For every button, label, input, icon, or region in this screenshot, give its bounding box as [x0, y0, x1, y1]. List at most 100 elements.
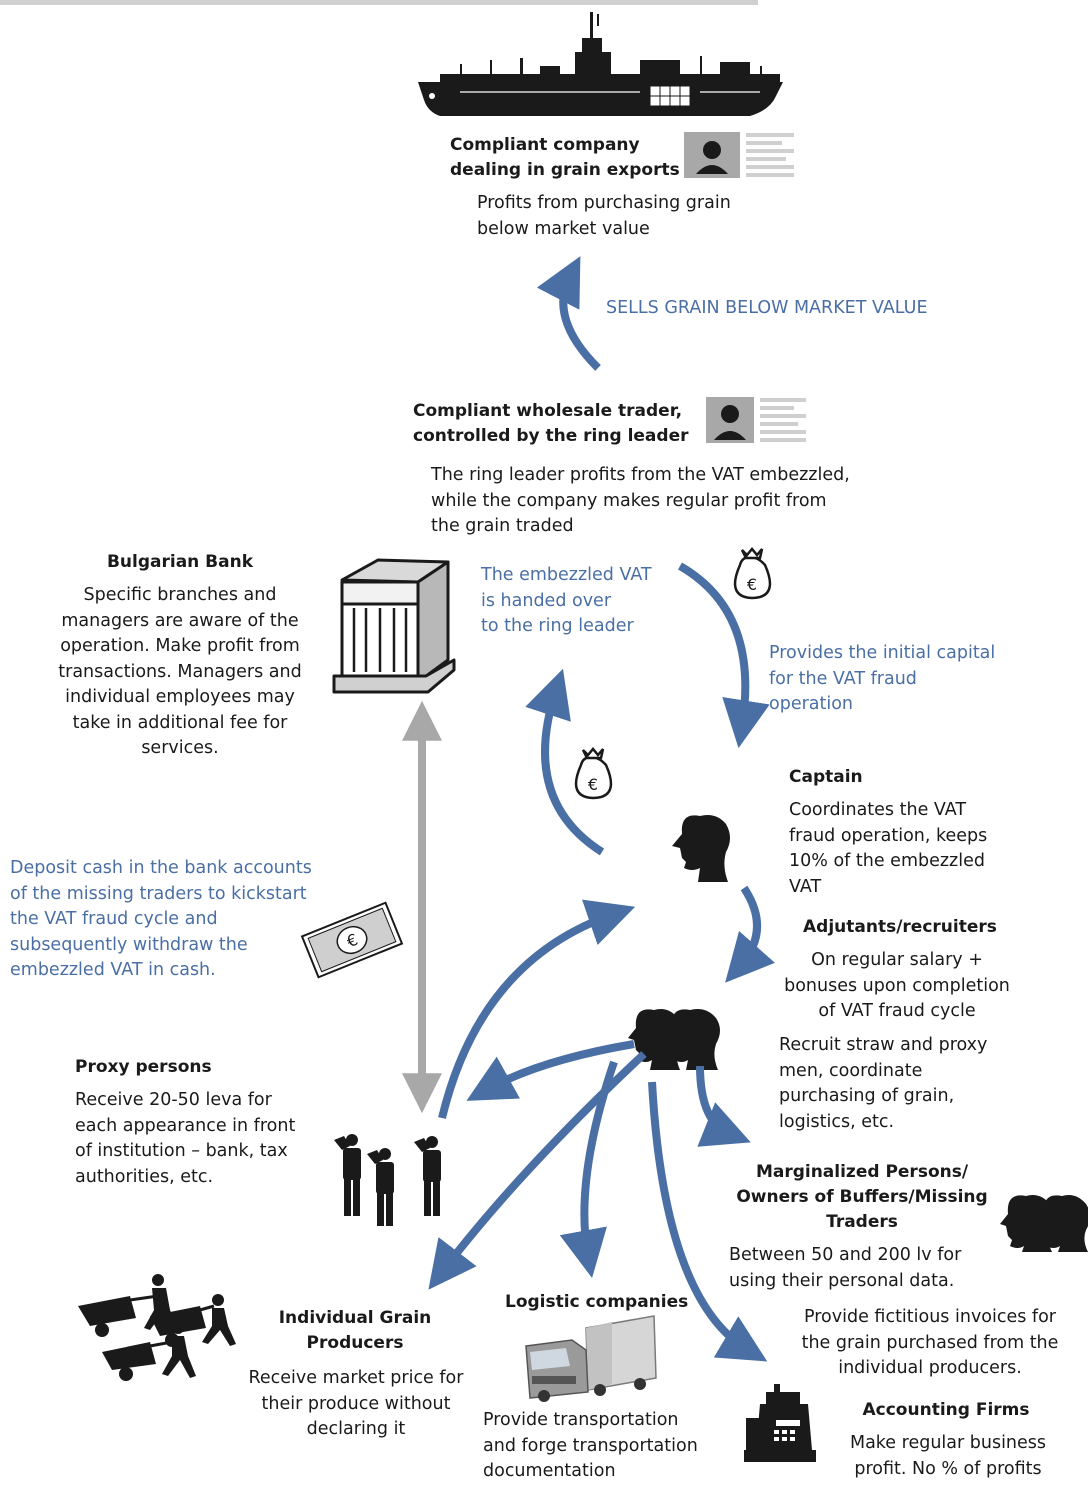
flow-deposit-line: Deposit cash in the bank accounts — [10, 858, 312, 878]
accounting-body-line: Make regular business — [849, 1433, 1047, 1453]
money-bag-icon: € — [574, 747, 613, 800]
logistics-description: Provide transportation and forge transpo… — [483, 1408, 698, 1485]
captain-body-line: fraud operation, keeps — [789, 825, 988, 846]
producers-title-line: Individual Grain — [278, 1308, 432, 1328]
proxy-body-line: authorities, etc. — [75, 1166, 214, 1187]
marginalized-pay-description: Between 50 and 200 lv for using their pe… — [729, 1243, 961, 1294]
svg-text:€: € — [747, 575, 757, 594]
wholesale-body-line: while the company makes regular profit f… — [431, 490, 827, 511]
adjutants-body-line: bonuses upon completion — [784, 975, 1010, 996]
bank-body-line: managers are aware of the — [61, 610, 299, 631]
proxy-body-line: each appearance in front — [75, 1115, 296, 1136]
adjutants-body-line: On regular salary + — [811, 950, 983, 970]
accounting-body-line: profit. No % of profits — [854, 1458, 1042, 1479]
bank-title: Bulgarian Bank — [106, 552, 254, 572]
cash-register-icon — [744, 1384, 816, 1462]
logistics-body-line: Provide transportation — [483, 1410, 679, 1430]
top-rule — [0, 0, 758, 5]
truck-icon — [525, 1315, 657, 1402]
marginalized-title-line: Owners of Buffers/Missing — [736, 1187, 988, 1207]
accounting-description: Make regular business profit. No % of pr… — [830, 1431, 1066, 1482]
arrow-to-logistics — [559, 1060, 618, 1279]
producers-body-line: their produce without — [261, 1393, 451, 1414]
adjutants-pay-description: On regular salary + bonuses upon complet… — [772, 948, 1022, 1025]
captain-body-line: VAT — [789, 876, 822, 897]
bank-body-line: take in additional fee for — [72, 712, 288, 733]
adjutants-title: Adjutants/recruiters — [803, 917, 997, 937]
flow-deposit-line: the VAT fraud cycle and — [10, 909, 218, 929]
marginalized-body-line: individual producers. — [838, 1358, 1022, 1378]
head-silhouette-icon — [1000, 1195, 1088, 1252]
captain-body-line: Coordinates the VAT — [789, 800, 967, 820]
flow-vat-line: The embezzled VAT — [481, 565, 652, 585]
captain-description: Coordinates the VAT fraud operation, kee… — [789, 798, 987, 900]
export-company-description: Profits from purchasing grain below mark… — [477, 191, 731, 242]
marginalized-title: Marginalized Persons/ Owners of Buffers/… — [732, 1160, 992, 1235]
logistics-body-line: documentation — [483, 1461, 616, 1481]
logistics-body-line: and forge transportation — [483, 1435, 698, 1456]
arrow-to-accounting — [648, 1081, 768, 1362]
proxy-persons-description: Receive 20-50 leva for each appearance i… — [75, 1088, 295, 1190]
export-company-title-line: Compliant company — [450, 135, 640, 155]
marginalized-title-line: Marginalized Persons/ — [755, 1162, 969, 1182]
cart-pushers-icon — [78, 1274, 236, 1381]
proxy-body-line: Receive 20-50 leva for — [75, 1090, 272, 1110]
flow-deposit-line: embezzled VAT in cash. — [10, 960, 216, 980]
flow-deposit-line: of the missing traders to kickstart — [10, 883, 307, 904]
flow-label-vat-handed: The embezzled VAT is handed over to the … — [481, 563, 652, 640]
bank-body-line: operation. Make profit from — [60, 636, 300, 656]
saluting-men-icon — [334, 1134, 441, 1226]
bank-body-line: Specific branches and — [83, 585, 277, 605]
arrow-captain-to-adjutants — [725, 885, 775, 983]
profile-card-icon — [684, 132, 794, 178]
adjutants-body-line: Recruit straw and proxy — [779, 1035, 988, 1055]
bank-body-line: individual employees may — [65, 687, 295, 707]
wholesale-trader-description: The ring leader profits from the VAT emb… — [431, 463, 850, 540]
producers-body-line: declaring it — [306, 1419, 406, 1439]
adjutants-role-description: Recruit straw and proxy men, coordinate … — [779, 1033, 987, 1135]
adjutants-body-line: logistics, etc. — [779, 1111, 895, 1132]
money-bag-icon: € — [733, 547, 772, 600]
head-silhouette-icon — [672, 815, 730, 882]
adjutants-body-line: purchasing of grain, — [779, 1086, 955, 1106]
export-company-body-line: Profits from purchasing grain — [477, 193, 731, 213]
flow-deposit-line: subsequently withdraw the — [10, 934, 248, 955]
arrow-initial-capital — [678, 562, 770, 749]
bank-building-icon — [332, 558, 456, 694]
flow-capital-line: operation — [769, 694, 854, 714]
bank-body-line: transactions. Managers and — [58, 661, 302, 682]
marginalized-role-description: Provide fictitious invoices for the grai… — [790, 1305, 1070, 1382]
arrow-to-producers — [428, 1051, 647, 1290]
marginalized-body-line: Between 50 and 200 lv for — [729, 1245, 962, 1265]
export-company-body-line: below market value — [477, 218, 650, 239]
export-company-title: Compliant company dealing in grain expor… — [450, 133, 680, 183]
logistics-title: Logistic companies — [505, 1292, 689, 1312]
bank-description: Specific branches and managers are aware… — [48, 583, 312, 762]
wholesale-title-line: Compliant wholesale trader, — [413, 401, 683, 421]
wholesale-trader-title: Compliant wholesale trader, controlled b… — [413, 399, 688, 449]
flow-vat-line: is handed over — [481, 590, 612, 611]
arrow-to-captain — [438, 899, 636, 1119]
wholesale-body-line: The ring leader profits from the VAT emb… — [431, 465, 850, 485]
captain-body-line: 10% of the embezzled — [789, 851, 985, 871]
arrow-to-marginalized — [696, 1065, 751, 1147]
flow-capital-line: for the VAT fraud — [769, 668, 917, 689]
profile-card-icon — [706, 397, 806, 443]
flow-label-initial-capital: Provides the initial capital for the VAT… — [769, 641, 995, 718]
bank-body-line: services. — [141, 738, 219, 758]
arrow-to-proxy — [466, 1040, 635, 1101]
adjutants-body-line: men, coordinate — [779, 1060, 923, 1081]
producers-description: Receive market price for their produce w… — [236, 1366, 476, 1443]
proxy-persons-title: Proxy persons — [75, 1057, 212, 1077]
producers-body-line: Receive market price for — [248, 1368, 464, 1388]
euro-banknote-icon: € — [300, 901, 404, 979]
marginalized-title-line: Traders — [826, 1212, 898, 1232]
adjutants-body-line: of VAT fraud cycle — [818, 1001, 976, 1021]
marginalized-body-line: using their personal data. — [729, 1270, 955, 1291]
arrow-sells-grain — [536, 256, 601, 371]
accounting-title: Accounting Firms — [862, 1400, 1030, 1420]
captain-title: Captain — [789, 767, 863, 787]
arrow-vat-to-ringleader — [525, 668, 605, 856]
wholesale-body-line: the grain traded — [431, 516, 574, 536]
